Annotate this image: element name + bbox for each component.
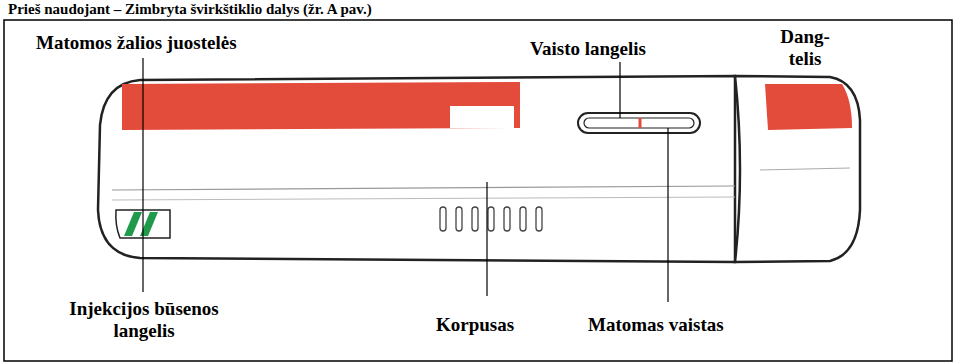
- vent-slot: [536, 207, 542, 231]
- vent-slot: [440, 207, 446, 231]
- heading: Prieš naudojant – Zimbryta švirkštiklio …: [8, 1, 372, 18]
- vent-slot: [472, 207, 478, 231]
- leader-line: [142, 58, 143, 292]
- medicine-window: [578, 113, 700, 133]
- leader-line: [667, 128, 668, 302]
- vent-slot: [488, 207, 494, 231]
- vent-slot: [520, 207, 526, 231]
- part-label: Matomos žalios juostelės: [36, 32, 336, 54]
- part-label: Matomas vaistas: [588, 314, 788, 336]
- cap-line: [760, 168, 850, 170]
- cap-red-band: [765, 84, 852, 130]
- red-label: [122, 82, 520, 130]
- green-stripes: [124, 212, 158, 236]
- body-line: [112, 186, 735, 190]
- vent-slot: [504, 207, 510, 231]
- medicine-marker: [639, 118, 642, 128]
- part-label: Korpusas: [436, 314, 546, 336]
- cap: [735, 76, 860, 262]
- body-line: [112, 197, 735, 200]
- frame: [4, 20, 952, 361]
- part-label: Injekcijos būsenos langelis: [58, 298, 230, 342]
- medicine-window-inner: [584, 118, 694, 128]
- vent-slot: [456, 207, 462, 231]
- vent-slots: [440, 207, 542, 231]
- leader-line: [486, 182, 487, 296]
- label-window: [450, 106, 514, 128]
- part-label: Vaisto langelis: [530, 38, 710, 60]
- leader-line: [619, 62, 620, 118]
- part-label: Dang- telis: [770, 26, 840, 70]
- pen-body: [98, 76, 735, 262]
